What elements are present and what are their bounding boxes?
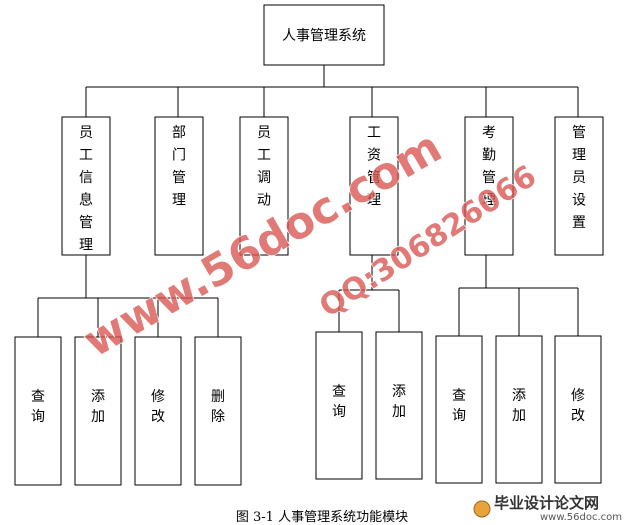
function-box-label: 查询 bbox=[31, 389, 45, 425]
logo-url: www.56doc.com bbox=[540, 512, 622, 523]
function-box: 添加 bbox=[375, 331, 423, 480]
module-box: 员工调动 bbox=[239, 116, 289, 256]
root-title: 人事管理系统 bbox=[282, 28, 366, 44]
logo-name: 毕业设计论文网 bbox=[494, 494, 599, 512]
module-box-label: 考勤管理 bbox=[482, 125, 496, 209]
function-box-label: 修改 bbox=[151, 389, 165, 425]
module-box-label: 员工信息管理 bbox=[79, 125, 93, 254]
function-box-label: 查询 bbox=[332, 384, 346, 420]
module-box: 工资管理 bbox=[349, 116, 399, 256]
module-box: 员工信息管理 bbox=[61, 116, 111, 256]
function-box: 查询 bbox=[14, 336, 62, 486]
function-box: 删除 bbox=[194, 336, 242, 486]
module-box-label: 工资管理 bbox=[367, 125, 381, 209]
function-box: 添加 bbox=[74, 336, 122, 486]
function-box: 查询 bbox=[435, 335, 483, 484]
connector-lines bbox=[37, 65, 579, 337]
module-box: 部门管理 bbox=[154, 116, 204, 256]
logo-icon bbox=[473, 500, 491, 518]
function-boxes: 查询 添加 修改 删除 查询 添加 查询 添加 修改 bbox=[14, 331, 602, 486]
function-box-label: 添加 bbox=[392, 384, 406, 420]
function-box-label: 添加 bbox=[91, 389, 105, 425]
function-box-label: 查询 bbox=[452, 388, 466, 424]
module-box-label: 管理员设置 bbox=[572, 125, 586, 231]
function-box: 修改 bbox=[554, 335, 602, 484]
site-logo: 毕业设计论文网 www.56doc.com bbox=[473, 494, 622, 523]
function-box: 添加 bbox=[495, 335, 543, 484]
module-box-label: 员工调动 bbox=[257, 125, 271, 209]
module-box: 考勤管理 bbox=[464, 116, 514, 256]
figure-caption: 图 3-1 人事管理系统功能模块 bbox=[236, 510, 408, 525]
function-box: 修改 bbox=[134, 336, 182, 486]
function-box-label: 修改 bbox=[571, 388, 585, 424]
root-node: 人事管理系统 bbox=[263, 4, 385, 66]
module-box-label: 部门管理 bbox=[172, 125, 186, 209]
module-boxes: 员工信息管理 部门管理 员工调动 工资管理 考勤管理 管理员设置 bbox=[61, 116, 604, 256]
module-box: 管理员设置 bbox=[554, 116, 604, 256]
function-box-label: 删除 bbox=[211, 389, 225, 425]
function-box-label: 添加 bbox=[512, 388, 526, 424]
function-box: 查询 bbox=[315, 331, 363, 480]
